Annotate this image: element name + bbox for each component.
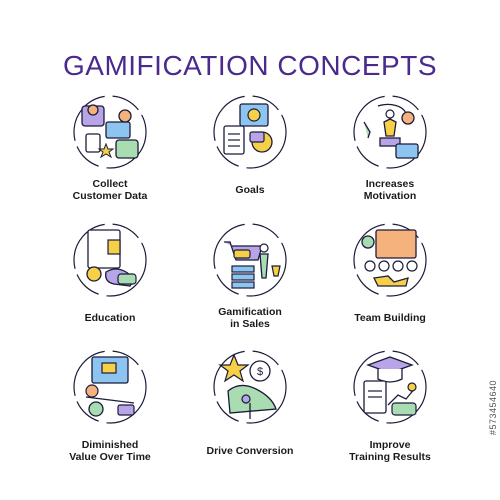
concept-team-building: Team Building — [320, 220, 460, 340]
concept-label: Improve Training Results — [349, 439, 431, 463]
concept-label: Drive Conversion — [206, 445, 294, 457]
concept-label: Gamification in Sales — [218, 306, 282, 330]
concept-label: Goals — [235, 184, 265, 196]
concept-label: Education — [84, 312, 136, 324]
concept-increases-motivation: Increases Motivation — [320, 92, 460, 212]
concept-label: Diminished Value Over Time — [69, 439, 151, 463]
motivation-icon — [350, 92, 430, 172]
goals-icon — [210, 92, 290, 172]
stock-id-watermark: #573454640 — [488, 380, 498, 436]
customer-data-icon — [70, 92, 150, 172]
concept-education: Education — [40, 220, 180, 340]
conversion-icon: $ — [210, 347, 290, 427]
concept-goals: Goals — [180, 92, 320, 212]
svg-text:$: $ — [257, 366, 263, 378]
concept-drive-conversion: $ Drive Conversion — [180, 347, 320, 477]
concept-collect-customer-data: Collect Customer Data — [40, 92, 180, 212]
page-title: GAMIFICATION CONCEPTS — [63, 50, 437, 81]
concept-label: Increases Motivation — [363, 178, 417, 202]
diminished-value-icon — [70, 347, 150, 427]
team-building-icon — [350, 220, 430, 300]
concept-gamification-in-sales: Gamification in Sales — [180, 220, 320, 340]
concept-label: Collect Customer Data — [72, 178, 148, 202]
concept-diminished-value: Diminished Value Over Time — [40, 347, 180, 477]
concept-label: Team Building — [354, 312, 426, 324]
sales-icon — [210, 220, 290, 300]
concept-improve-training: Improve Training Results — [320, 347, 460, 477]
training-icon — [350, 347, 430, 427]
education-icon — [70, 220, 150, 300]
